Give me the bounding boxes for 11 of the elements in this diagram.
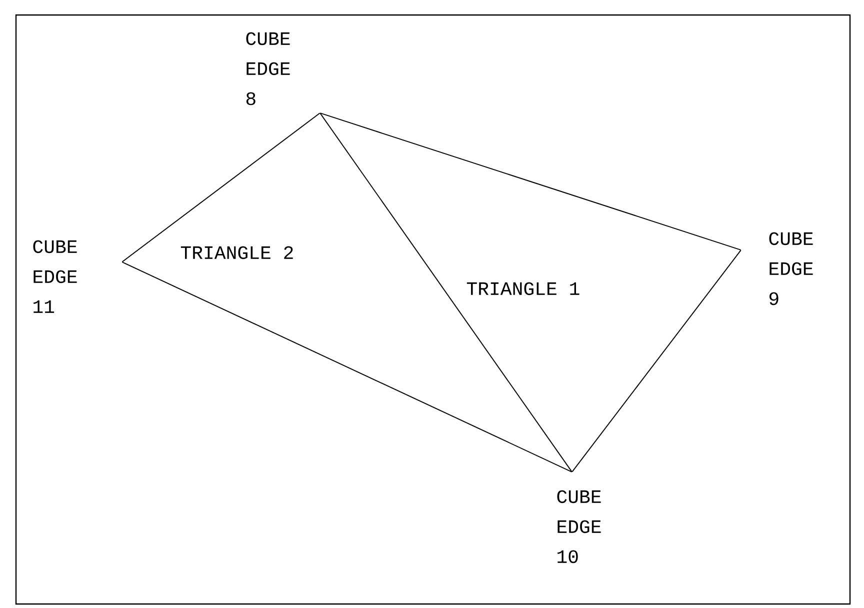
- vertex-label: CUBE EDGE 8: [246, 32, 290, 106]
- edge-line: [122, 262, 572, 472]
- edge-line: [320, 112, 572, 472]
- triangle-label: TRIANGLE 2: [180, 246, 293, 260]
- vertex-label: CUBE EDGE 10: [557, 490, 601, 564]
- edge-line: [122, 112, 320, 262]
- triangle-label: TRIANGLE 1: [466, 282, 580, 296]
- vertex-label: CUBE EDGE 9: [769, 232, 813, 306]
- vertex-label: CUBE EDGE 11: [33, 240, 77, 313]
- edge-line: [320, 112, 742, 250]
- edge-line: [572, 250, 742, 472]
